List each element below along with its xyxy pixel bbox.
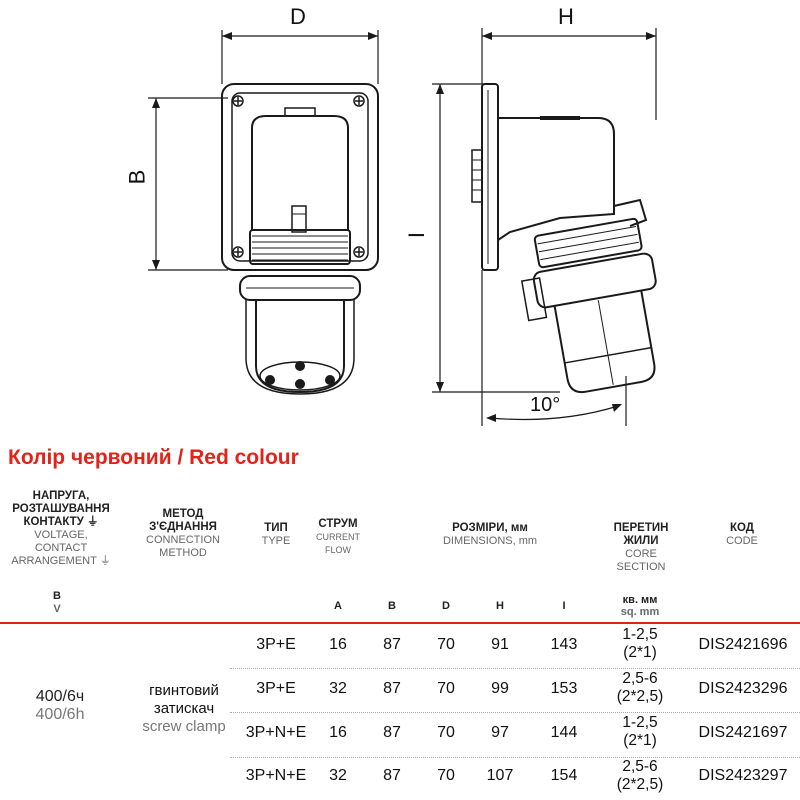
cell-code: DIS2423297 — [698, 767, 788, 784]
cell-type: 3P+E — [256, 680, 296, 697]
cell-code: DIS2423296 — [698, 680, 788, 697]
cell-section: 2,5-6(2*2,5) — [616, 758, 664, 793]
cell-a: 16 — [329, 724, 347, 741]
row-divider — [230, 712, 800, 713]
cell-h: 99 — [491, 680, 509, 697]
cell-a: 32 — [329, 767, 347, 784]
cell-section: 1-2,5(2*1) — [622, 626, 658, 661]
header-method: МЕТОД З'ЄДНАННЯ CONNECTION METHOD — [146, 508, 220, 559]
cell-code: DIS2421696 — [698, 636, 788, 653]
header-type: ТИП TYPE — [261, 522, 291, 547]
cell-i: 154 — [550, 767, 578, 784]
cell-a: 16 — [329, 636, 347, 653]
subheader-h: H — [496, 600, 504, 612]
angle-label: 10° — [530, 394, 561, 416]
cell-type: 3P+E — [256, 636, 296, 653]
subheader-i: I — [562, 600, 566, 612]
cell-b: 87 — [383, 680, 401, 697]
cell-d: 70 — [437, 767, 455, 784]
cell-h: 97 — [491, 724, 509, 741]
cell-a: 32 — [329, 680, 347, 697]
header-section: ПЕРЕТИН ЖИЛИ CORE SECTION — [613, 522, 669, 573]
cell-section: 1-2,5(2*1) — [622, 714, 658, 749]
cell-d: 70 — [437, 636, 455, 653]
subheader-a: A — [334, 600, 342, 612]
cell-h: 91 — [491, 636, 509, 653]
header-rule — [0, 622, 800, 624]
front-view — [148, 30, 379, 395]
cell-b: 87 — [383, 636, 401, 653]
technical-drawing — [148, 28, 657, 426]
row-divider — [230, 757, 800, 758]
cell-d: 70 — [437, 724, 455, 741]
cell-section: 2,5-6(2*2,5) — [616, 670, 664, 705]
color-title: Колір червоний / Red colour — [8, 446, 299, 469]
side-view — [432, 28, 657, 426]
cell-i: 144 — [550, 724, 578, 741]
header-dimensions: РОЗМІРИ, мм DIMENSIONS, mm — [442, 522, 538, 547]
cell-type: 3P+N+E — [245, 724, 307, 741]
subheader-section-ua: кв. мм — [622, 594, 658, 606]
subheader-d: D — [442, 600, 450, 612]
dimension-label-d: D — [290, 4, 306, 29]
row-divider — [230, 668, 800, 669]
dimension-label-i: I — [404, 231, 430, 239]
subheader-voltage-en: V — [53, 603, 61, 615]
method-value-en: screw clamp — [142, 718, 226, 735]
cell-d: 70 — [437, 680, 455, 697]
dimension-label-h: H — [558, 4, 574, 29]
method-value-ua-1: гвинтовий — [149, 682, 219, 699]
subheader-section-en: sq. mm — [620, 606, 660, 618]
subheader-voltage-ua: В — [53, 590, 61, 602]
dimension-label-b: B — [124, 169, 150, 185]
cell-type: 3P+N+E — [245, 767, 307, 784]
cell-h: 107 — [486, 767, 514, 784]
header-current: СТРУМ CURRENT FLOW — [316, 518, 360, 555]
cell-i: 143 — [550, 636, 578, 653]
header-voltage: НАПРУГА, РОЗТАШУВАННЯ КОНТАКТУ ⏚ VOLTAGE… — [11, 490, 111, 567]
voltage-value-en: 400/6h — [35, 706, 85, 723]
method-value-ua-2: затискач — [153, 700, 215, 717]
header-code: КОД CODE — [726, 522, 758, 547]
subheader-b: B — [388, 600, 396, 612]
cell-i: 153 — [550, 680, 578, 697]
cell-code: DIS2421697 — [698, 724, 788, 741]
cell-b: 87 — [383, 767, 401, 784]
voltage-value-ua: 400/6ч — [35, 688, 85, 705]
cell-b: 87 — [383, 724, 401, 741]
